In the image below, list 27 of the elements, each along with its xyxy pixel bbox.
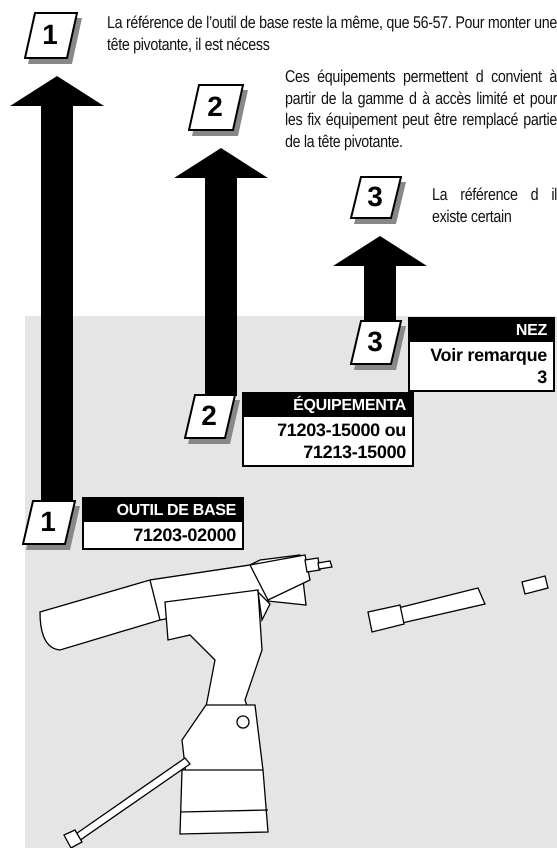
number-badge: [22, 500, 80, 550]
number-badge: [350, 176, 406, 224]
label-box: [82, 497, 244, 550]
number-badge: [350, 320, 406, 370]
number-badge: [24, 12, 82, 64]
description-text: La référence d il existe certain: [432, 184, 557, 228]
callout-number: 3: [366, 180, 384, 214]
part-number: 71203-02000: [132, 524, 237, 547]
callout-number: 1: [39, 505, 57, 539]
number-badge: [184, 394, 240, 444]
label-box: [408, 317, 555, 392]
part-number: 71203-15000 ou 71213-15000: [276, 419, 407, 464]
label-heading: ÉQUIPEMENTA: [244, 394, 412, 417]
callout-number: 2: [206, 90, 224, 124]
arrow: [174, 148, 268, 396]
label-heading: OUTIL DE BASE: [84, 499, 242, 522]
label-box: [242, 392, 414, 467]
description-text: Ces équipements permettent d convient à partir de la gamme d à accès limité et pour les fix équipement peut être remplacé partie de la tête pivotante.: [285, 66, 557, 174]
arrow: [10, 76, 104, 502]
number-badge: [188, 84, 248, 136]
label-heading: NEZ: [410, 319, 553, 342]
callout-number: 3: [366, 325, 384, 359]
callout-number: 1: [41, 18, 59, 52]
description-text: La référence de l’outil de base reste la même, que 56-57. Pour monter une tête pivotante, il est nécess: [107, 12, 557, 56]
arrow: [333, 236, 427, 322]
callout-number: 2: [200, 399, 218, 433]
part-number: Voir remarque 3: [429, 344, 548, 389]
